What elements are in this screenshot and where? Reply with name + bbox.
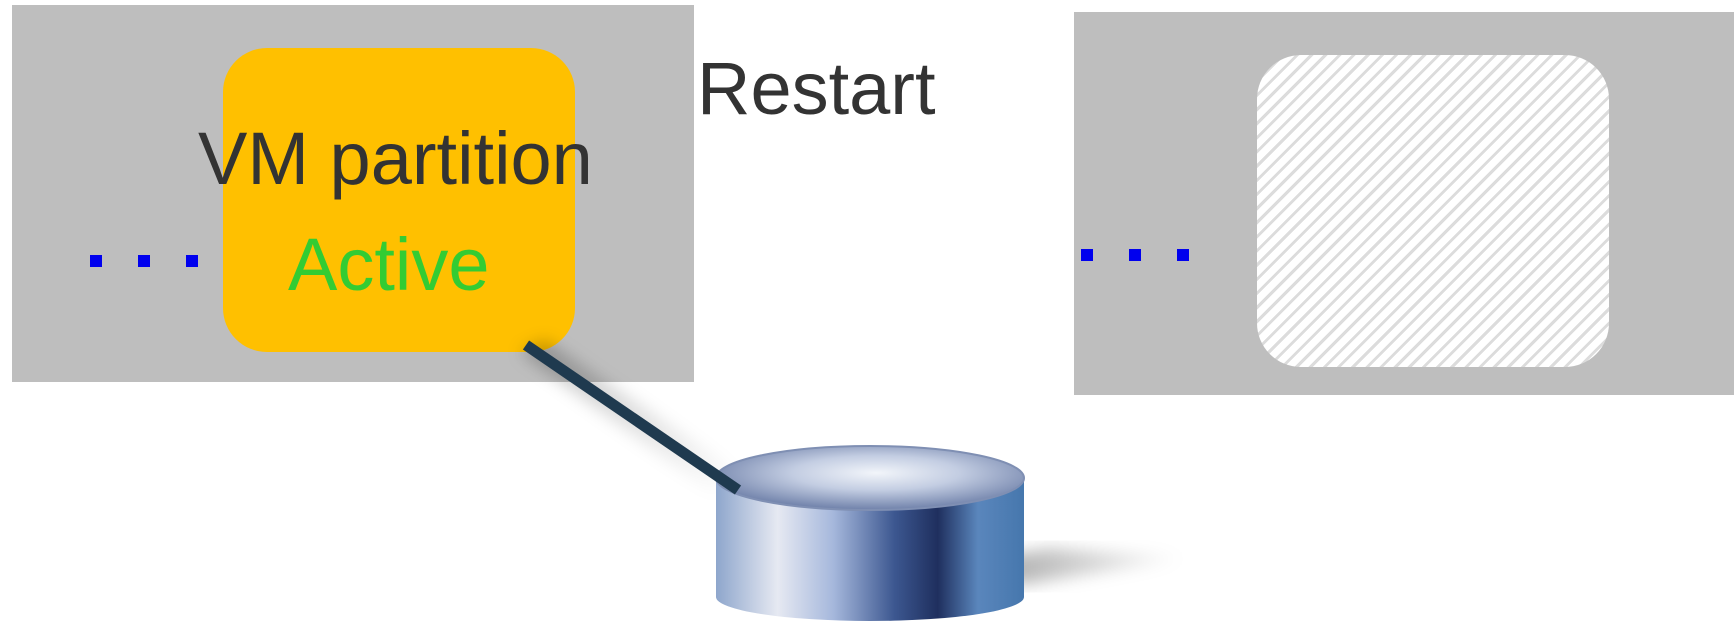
partition-status: Active bbox=[288, 223, 490, 306]
storage-disk-icon bbox=[715, 445, 1025, 621]
empty-partition-slot bbox=[1257, 55, 1609, 367]
ellipsis-dot bbox=[186, 255, 198, 267]
restart-label: Restart bbox=[697, 47, 936, 130]
ellipsis-dot bbox=[138, 255, 150, 267]
active-vm-partition bbox=[223, 48, 575, 352]
ellipsis-icon-left bbox=[90, 255, 198, 267]
ellipsis-dot bbox=[1177, 249, 1189, 261]
partition-title: VM partition bbox=[198, 117, 593, 200]
ellipsis-dot bbox=[90, 255, 102, 267]
ellipsis-dot bbox=[1129, 249, 1141, 261]
ellipsis-dot bbox=[1081, 249, 1093, 261]
disk-shadow bbox=[980, 548, 1190, 585]
ellipsis-icon-right bbox=[1081, 249, 1189, 261]
